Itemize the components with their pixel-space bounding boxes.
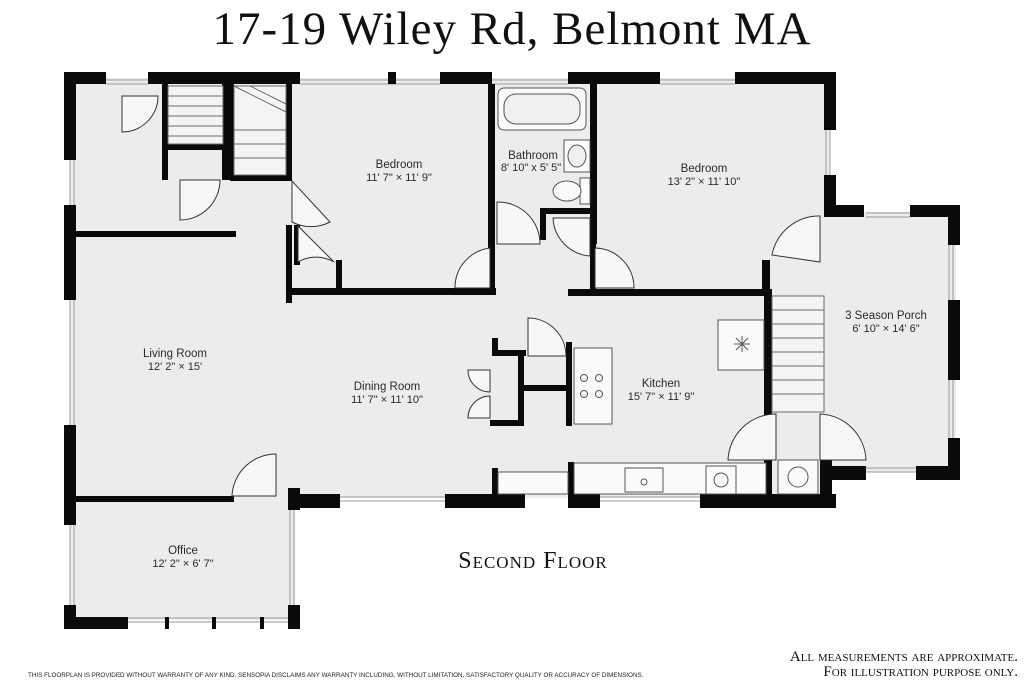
kitchen-counter	[573, 462, 767, 495]
room-name-bedroom-2: Bedroom	[681, 163, 728, 175]
kitchen-range	[573, 347, 613, 425]
room-labels: Bedroom 11' 7" × 11' 9" Bathroom 8' 10" …	[143, 150, 927, 570]
room-dim-porch: 6' 10" × 14' 6"	[852, 323, 919, 335]
room-dim-bedroom-1: 11' 7" × 11' 9"	[366, 172, 432, 184]
room-name-bathroom: Bathroom	[508, 150, 558, 162]
room-dim-bathroom: 8' 10" x 5' 5"	[501, 162, 561, 174]
room-dim-kitchen: 15' 7" × 11' 9"	[628, 391, 695, 403]
room-dim-office: 12' 2" × 6' 7"	[152, 558, 213, 570]
room-name-bedroom-1: Bedroom	[376, 159, 423, 171]
disclaimer-text: THIS FLOORPLAN IS PROVIDED WITHOUT WARRA…	[28, 672, 644, 679]
room-dim-living-room: 12' 2" × 15'	[148, 361, 202, 373]
stairs	[167, 85, 825, 413]
door-swings	[121, 95, 867, 497]
floor-label: Second Floor	[458, 548, 608, 574]
room-name-kitchen: Kitchen	[642, 378, 680, 390]
approx-note-line2: For illustration purpose only.	[823, 664, 1018, 680]
room-name-dining-room: Dining Room	[354, 381, 420, 393]
page-title: 17-19 Wiley Rd, Belmont MA	[212, 3, 812, 55]
fixtures	[497, 87, 819, 495]
room-dim-dining-room: 11' 7" × 11' 10"	[351, 394, 423, 406]
room-name-living-room: Living Room	[143, 348, 207, 360]
window-lines	[69, 79, 954, 623]
walls	[64, 72, 960, 629]
room-dim-bedroom-2: 13' 2" × 11' 10"	[668, 176, 741, 188]
room-name-office: Office	[168, 545, 198, 557]
room-name-porch: 3 Season Porch	[845, 310, 927, 322]
approx-note-line1: All measurements are approximate.	[789, 649, 1018, 665]
kitchen-sink	[624, 467, 664, 493]
pantry-shelf	[497, 471, 569, 495]
